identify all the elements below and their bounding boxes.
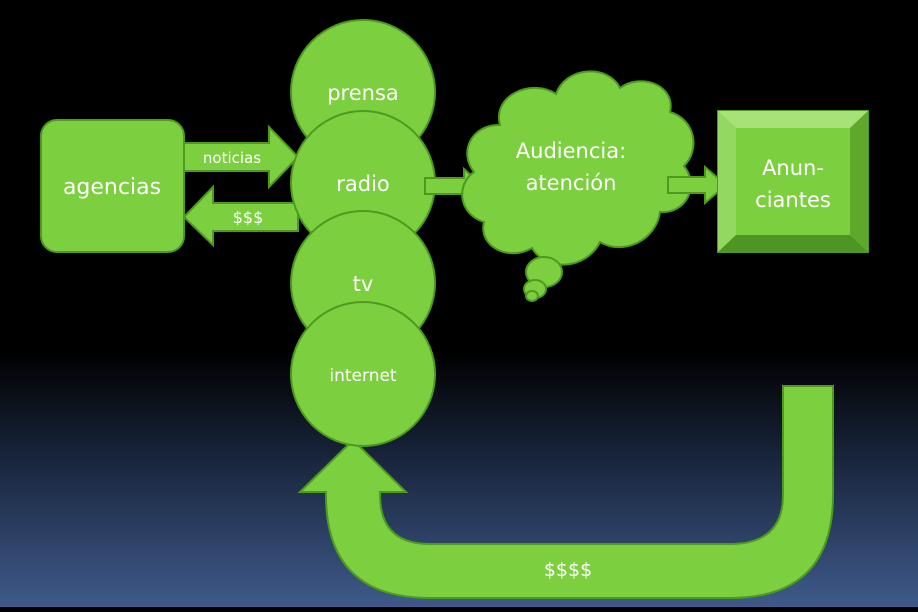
anunciantes-label-line1: Anun-: [762, 156, 824, 180]
anunciantes-box: [717, 110, 869, 253]
anunciantes-inner: [736, 128, 850, 235]
agencias-box: [40, 119, 185, 253]
noticias-label: noticias: [203, 149, 261, 167]
noticias-arrow: [183, 124, 300, 190]
anunciantes-bevel-top: [718, 111, 868, 128]
payment-agencias-label: $$$: [233, 208, 264, 227]
anunciantes-bevel-right: [850, 111, 868, 252]
thought-bubble-small: [525, 290, 539, 302]
audiencia-label-line1: Audiencia:: [516, 139, 626, 163]
tv-label: tv: [353, 272, 374, 296]
radio-label: radio: [336, 172, 390, 196]
internet-label: internet: [329, 366, 397, 386]
audiencia-label-line2: atención: [526, 171, 617, 195]
prensa-label: prensa: [327, 81, 399, 105]
agencias-label: agencias: [63, 175, 161, 200]
payment-return-arrow-body: [297, 385, 834, 599]
anunciantes-bevel-bottom: [718, 235, 868, 252]
payment-agencias-arrow: [182, 184, 299, 248]
audiencia-cloud: [461, 70, 695, 302]
internet-circle: [290, 301, 436, 447]
anunciantes-label-line2: ciantes: [755, 188, 831, 212]
audiencia-to-anunciantes-arrow: [667, 164, 728, 206]
audiencia-cloud-shape: [461, 70, 695, 266]
anunciantes-bevel-left: [718, 111, 736, 252]
payment-media-label: $$$$: [544, 559, 592, 581]
